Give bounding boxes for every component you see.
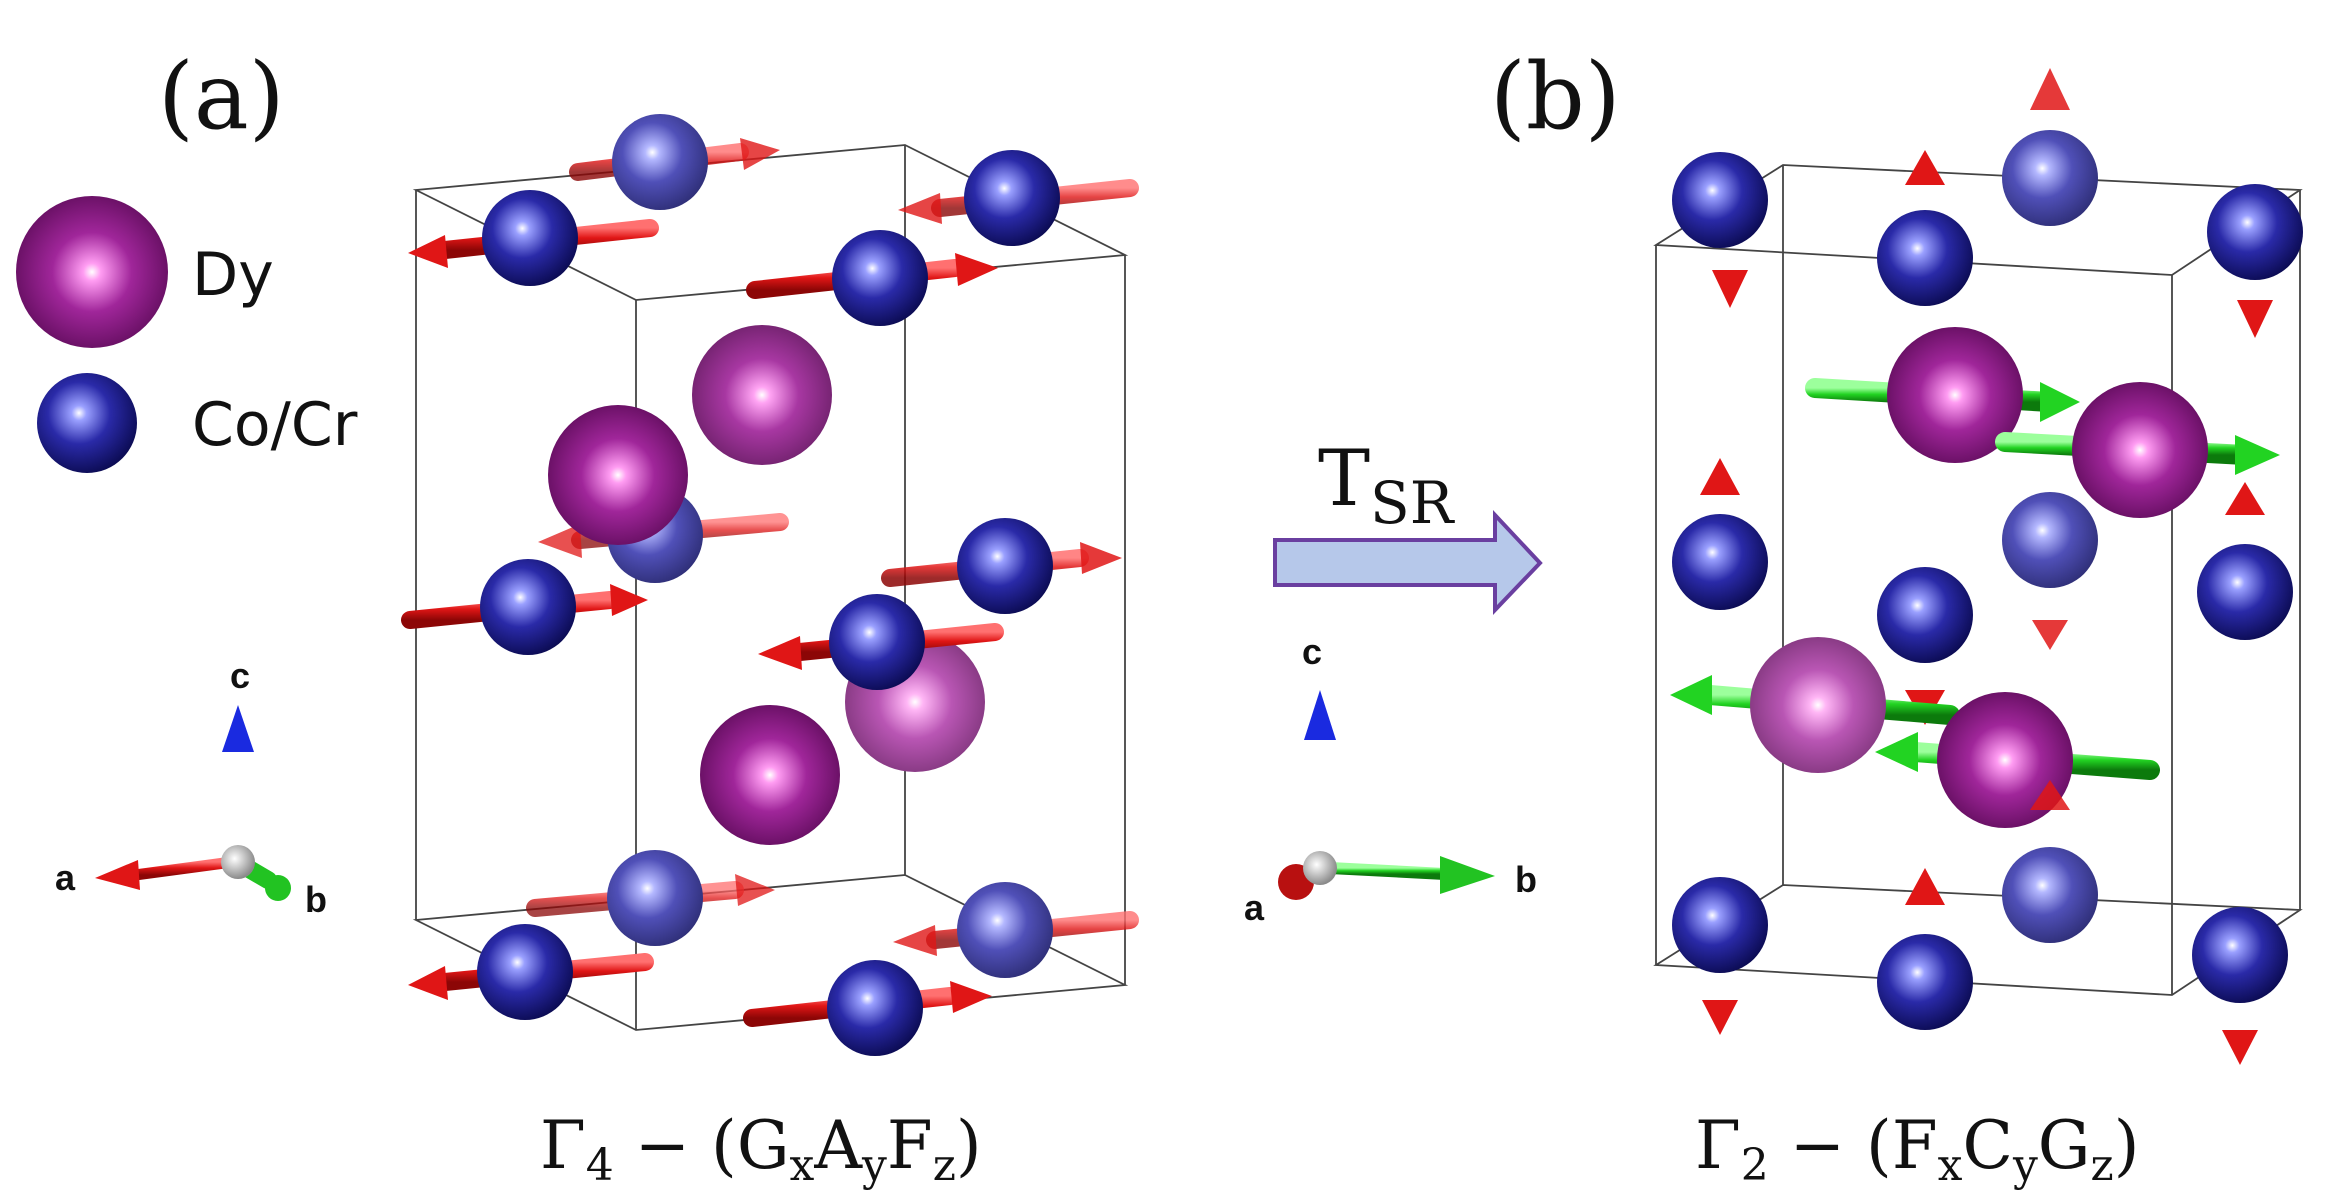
co-atom: [881, 518, 1122, 614]
purple-sphere-icon: [16, 196, 168, 348]
axis-b-label: b: [1515, 859, 1537, 900]
dy-atom: [1670, 637, 1960, 773]
co-atom: [569, 114, 780, 210]
caption-a: Γ4 − (GxAyFz): [540, 1107, 982, 1191]
co-atom: [401, 559, 648, 655]
co-atom: [2002, 780, 2098, 1000]
co-atom: [893, 882, 1139, 978]
co-atom: [1877, 510, 1973, 725]
axis-a-label: a: [55, 857, 76, 898]
axis-b-label: b: [305, 879, 327, 920]
co-atom: [1672, 95, 1768, 308]
co-atom: [898, 150, 1139, 246]
caption-b: Γ2 − (FxCyGz): [1695, 1107, 2139, 1191]
transition: TSR: [1273, 434, 1543, 615]
co-atom: [758, 594, 1004, 690]
legend: Dy Co/Cr: [16, 196, 358, 473]
co-atom: [1672, 825, 1768, 1035]
legend-label-dy: Dy: [192, 240, 274, 310]
co-atom: [2207, 120, 2303, 338]
panel-b: (b): [1244, 43, 2303, 1191]
axis-c-label: c: [230, 655, 250, 696]
atoms-b: [1670, 68, 2303, 1090]
co-atom: [1877, 868, 1973, 1090]
co-atom: [2192, 850, 2288, 1065]
axis-a-label: a: [1244, 887, 1265, 928]
axis-c-label: c: [1302, 631, 1322, 672]
co-atom: [408, 190, 659, 286]
dy-atom: [700, 705, 840, 845]
co-atom: [746, 230, 998, 326]
axes-triad-b: c a b: [1244, 631, 1537, 928]
legend-label-co-cr: Co/Cr: [192, 390, 358, 460]
panel-a-label: (a): [158, 43, 285, 150]
co-atom: [2197, 482, 2293, 700]
right-arrow-icon: [1273, 509, 1543, 615]
atoms-a: [401, 114, 1139, 1056]
panel-a: (a) Dy Co/Cr: [16, 43, 1139, 1191]
co-atom: [1672, 458, 1768, 650]
co-atom: [743, 960, 992, 1056]
dy-atom: [548, 405, 688, 545]
co-atom: [2002, 432, 2098, 650]
transition-label: TSR: [1318, 434, 1456, 537]
co-atom: [526, 850, 775, 946]
axes-triad-a: c a b: [55, 655, 327, 920]
co-atom: [408, 924, 654, 1020]
dy-atom: [1805, 327, 2080, 463]
panel-b-label: (b): [1490, 43, 1621, 150]
co-atom: [2002, 68, 2098, 280]
dy-atom: [1875, 692, 2160, 828]
dy-atom: [692, 325, 832, 465]
blue-sphere-icon: [37, 373, 137, 473]
dy-atom: [1995, 382, 2280, 518]
